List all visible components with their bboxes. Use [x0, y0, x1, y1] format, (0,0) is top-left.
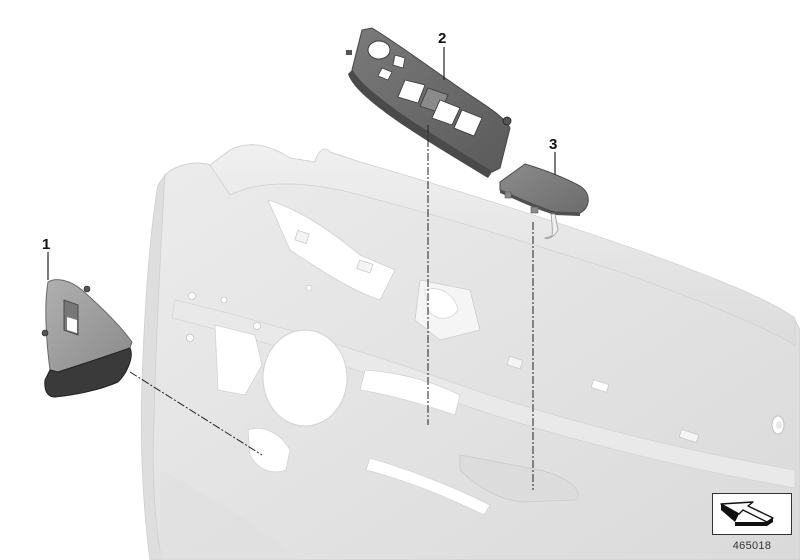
leader-lines [47, 47, 556, 490]
part-1-small-switch-trim-cover[interactable] [41, 279, 133, 398]
callout-2[interactable]: 2 [438, 30, 447, 47]
leader-line-1-dashed [129, 371, 263, 456]
door-trim-panel [140, 144, 800, 560]
callout-3[interactable]: 3 [549, 136, 558, 153]
arrow-symbol-icon [720, 501, 774, 526]
callout-1[interactable]: 1 [42, 236, 51, 253]
part-3-switch-trim-cover-cap[interactable] [499, 163, 589, 239]
part-2-window-switch-panel-trim[interactable] [346, 27, 512, 178]
diagram-reference-number: 465018 [732, 540, 772, 552]
reference-symbol-box [712, 493, 792, 535]
